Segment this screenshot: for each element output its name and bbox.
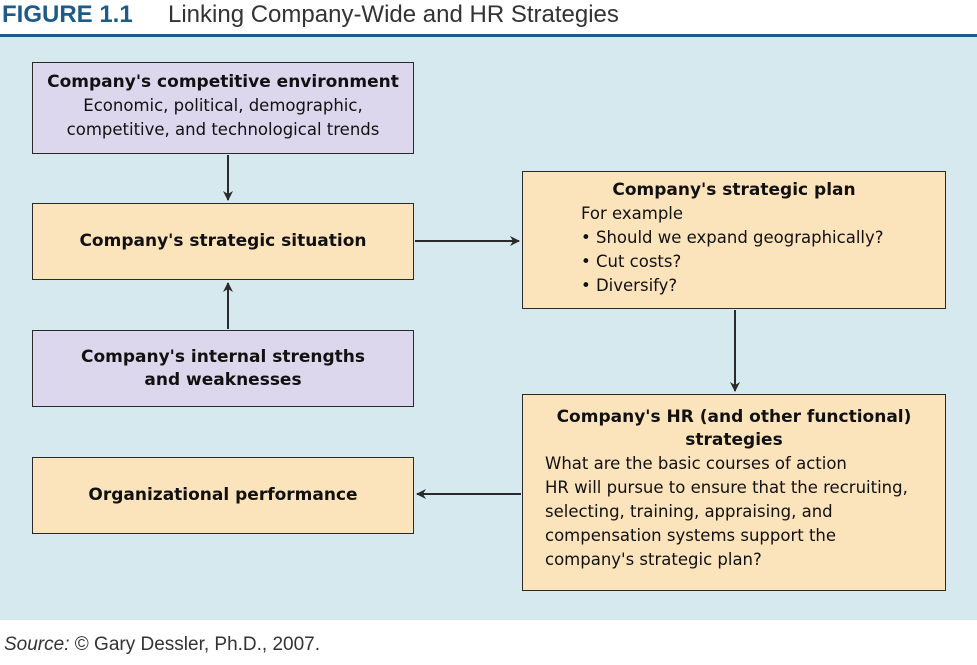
hr-strategies-title-line-2: strategies [685, 430, 783, 450]
competitive-environment-box: Company's competitive environment Econom… [32, 62, 414, 154]
hr-strategies-box: Company's HR (and other functional) stra… [522, 394, 946, 591]
internal-strengths-title-line-2: and weaknesses [144, 369, 302, 390]
competitive-environment-line-2: competitive, and technological trends [66, 120, 380, 139]
hr-strategies-line: company's strategic plan? [545, 550, 762, 569]
hr-strategies-line: compensation systems support the [545, 526, 837, 545]
org-performance-box: Organizational performance [32, 457, 414, 534]
strategic-plan-box: Company's strategic plan For example • S… [522, 171, 946, 309]
source-credit: Source: © Gary Dessler, Ph.D., 2007. [4, 634, 320, 656]
internal-strengths-title-line-1: Company's internal strengths [80, 346, 365, 367]
hr-strategies-title-line-1: Company's HR (and other functional) [556, 407, 912, 427]
strategic-situation-title: Company's strategic situation [79, 231, 367, 251]
strategic-plan-title: Company's strategic plan [612, 180, 856, 200]
figure-title: Linking Company-Wide and HR Strategies [168, 1, 619, 28]
strategic-situation-box: Company's strategic situation [32, 203, 414, 280]
figure-label: FIGURE 1.1 [2, 1, 133, 28]
figure-header: FIGURE 1.1 Linking Company-Wide and HR S… [0, 0, 977, 34]
hr-strategies-line: selecting, training, appraising, and [545, 502, 833, 521]
strategic-plan-bullet: • Diversify? [581, 276, 678, 295]
hr-strategies-line: HR will pursue to ensure that the recrui… [545, 478, 908, 497]
source-text: © Gary Dessler, Ph.D., 2007. [74, 634, 321, 655]
strategic-plan-bullet: • Should we expand geographically? [581, 228, 884, 247]
competitive-environment-line-1: Economic, political, demographic, [83, 96, 363, 115]
source-label: Source: [4, 634, 70, 655]
header-rule [0, 34, 977, 37]
strategic-plan-bullet: • Cut costs? [581, 252, 682, 271]
competitive-environment-title: Company's competitive environment [47, 72, 399, 92]
hr-strategies-line: What are the basic courses of action [545, 454, 847, 473]
org-performance-title: Organizational performance [88, 485, 358, 505]
internal-strengths-box: Company's internal strengths and weaknes… [32, 330, 414, 407]
strategic-plan-intro: For example [581, 204, 684, 223]
